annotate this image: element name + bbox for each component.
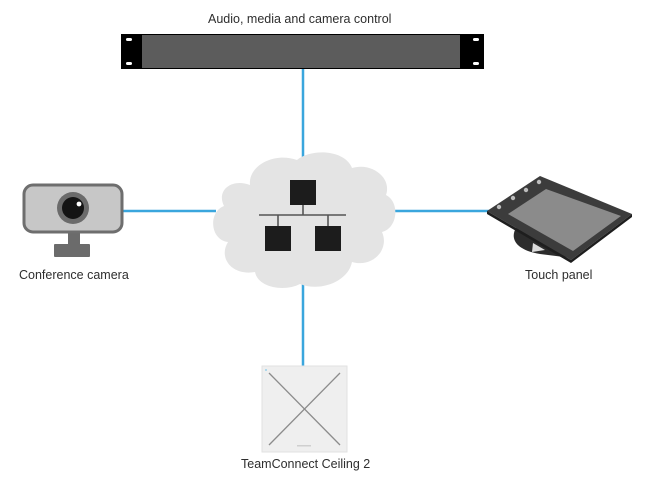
connections: [122, 68, 490, 367]
webcam-icon[interactable]: [22, 183, 124, 257]
controller-label: Audio, media and camera control: [208, 12, 392, 26]
touch-panel-icon[interactable]: [487, 176, 632, 263]
camera-label: Conference camera: [19, 268, 129, 282]
ceiling-microphone-icon[interactable]: [261, 365, 348, 453]
rack-unit-icon[interactable]: [121, 34, 484, 69]
touch-panel-label: Touch panel: [525, 268, 593, 282]
network-topology-icon: [259, 180, 346, 251]
network-cloud-icon[interactable]: [213, 152, 396, 288]
ceiling-mic-label: TeamConnect Ceiling 2: [241, 457, 371, 471]
